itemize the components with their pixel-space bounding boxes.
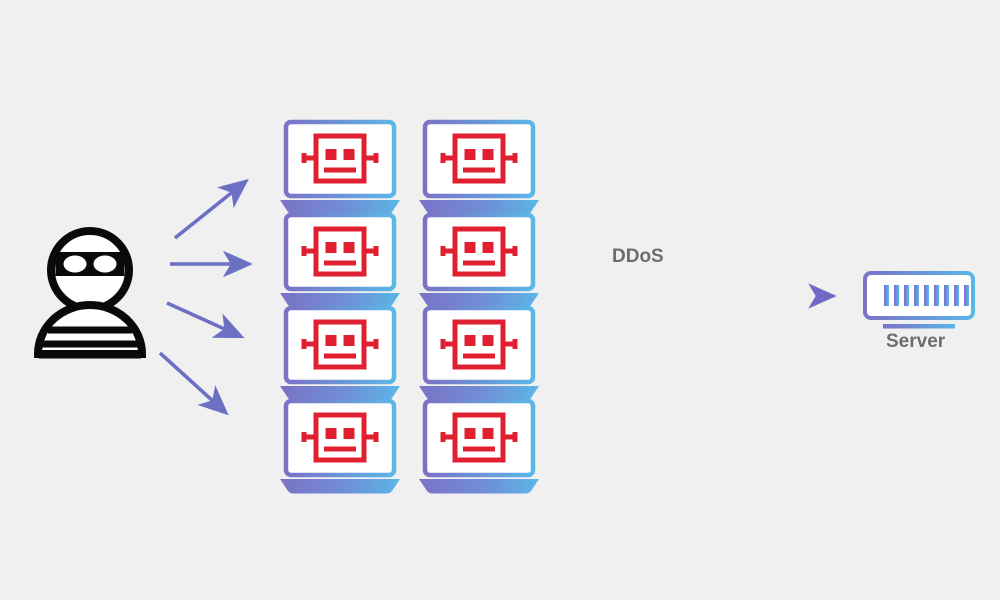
recruit-arrows: [158, 178, 254, 416]
recruit-arrow-4: [158, 351, 229, 416]
ddos-attack-arrow: DDoS: [550, 246, 837, 309]
bot-laptop-1[interactable]: [280, 122, 400, 215]
masked-hacker-icon: [33, 227, 147, 359]
bot-laptop-8[interactable]: [419, 401, 539, 494]
bot-laptop-3[interactable]: [280, 215, 400, 308]
server-node[interactable]: Server: [863, 271, 975, 352]
server-label: Server: [886, 331, 946, 352]
bot-laptop-4[interactable]: [419, 215, 539, 308]
bot-laptop-7[interactable]: [280, 401, 400, 494]
bot-laptop-6[interactable]: [419, 308, 539, 401]
hacker-figure: [33, 227, 147, 359]
bot-laptop-5[interactable]: [280, 308, 400, 401]
ddos-label: DDoS: [612, 246, 664, 267]
recruit-arrow-3: [166, 301, 245, 339]
recruit-arrow-1: [173, 178, 249, 240]
server-rack-icon: [863, 271, 975, 329]
bot-laptop-2[interactable]: [419, 122, 539, 215]
server-bars: [884, 285, 969, 306]
server-underline: [883, 324, 955, 329]
botnet-grid: [280, 122, 539, 494]
